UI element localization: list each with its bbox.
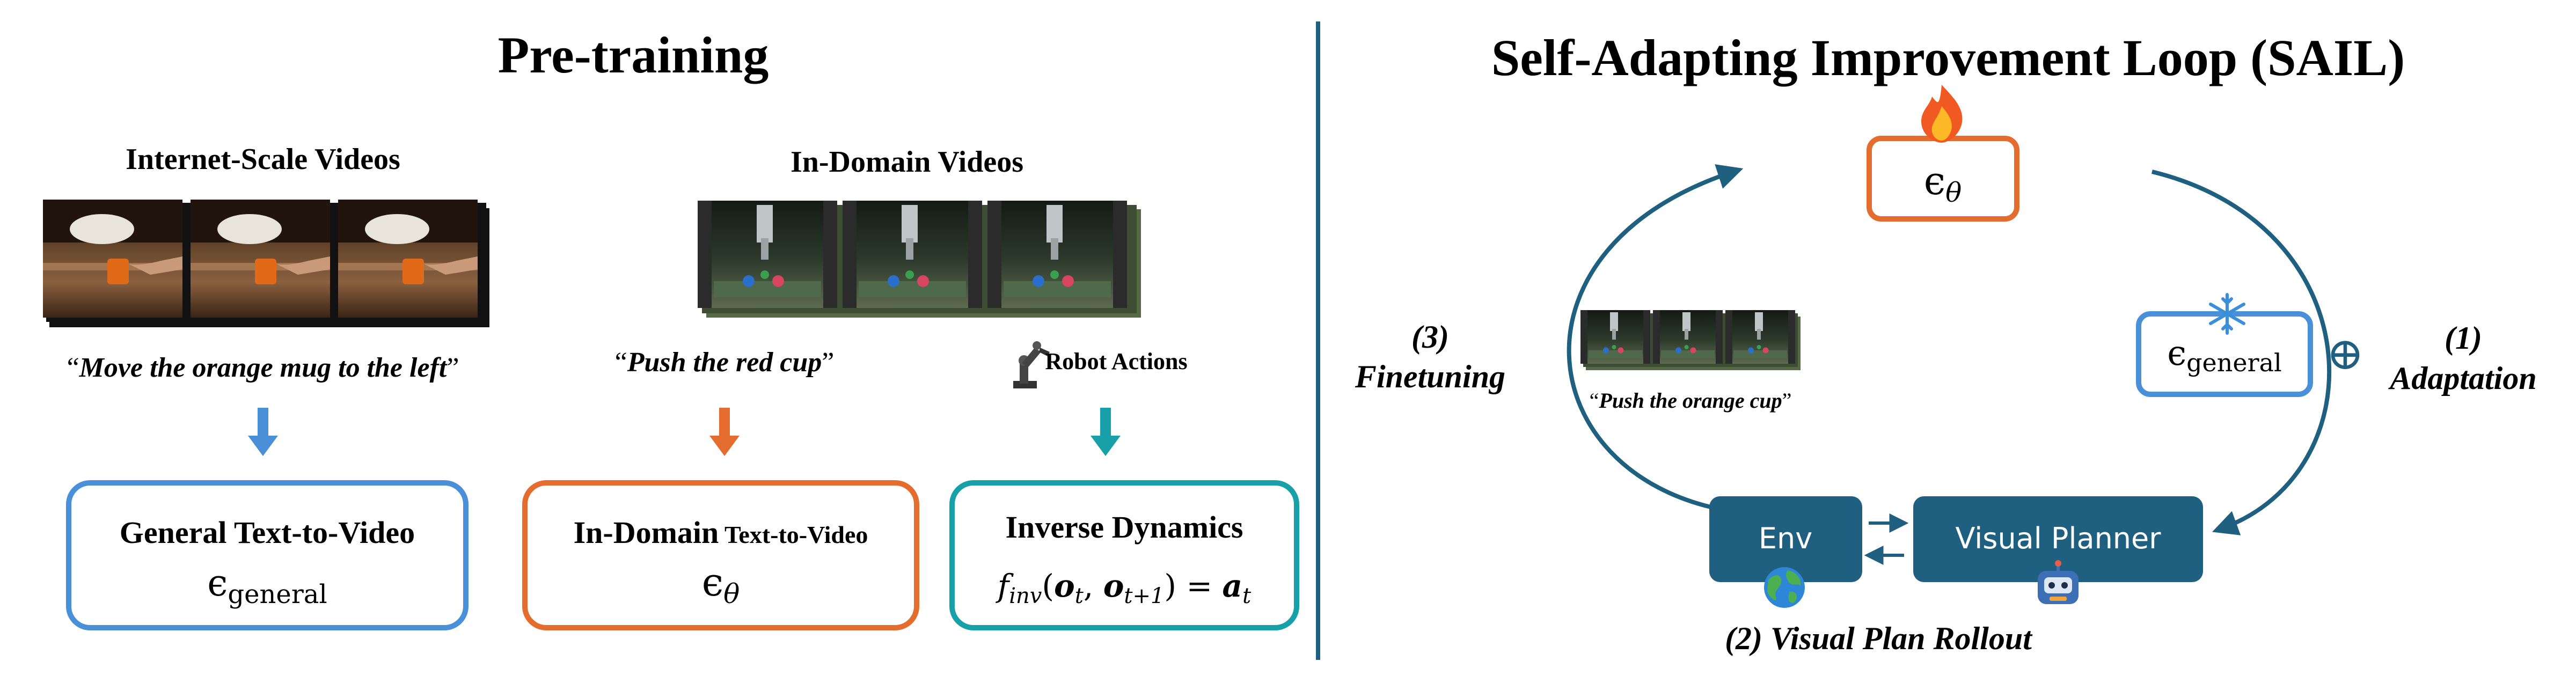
robot-icon [2038,560,2079,604]
env-box: Env [1709,496,1862,582]
pretraining-title: Pre-training [498,26,769,84]
internet-frame-1 [43,200,182,318]
sail-model-symbol: ϵθ [1924,158,1962,208]
internet-prompt-text: Move the orange mug to the left [79,352,448,383]
theta-subscript: θ [1945,177,1962,208]
general-subscript: general [2186,348,2282,377]
sail-general-symbol: ϵgeneral [2167,334,2282,377]
sail-title: Self-Adapting Improvement Loop (SAIL) [1491,29,2405,86]
rollout-prompt-close-quote: ” [1782,388,1792,413]
globe-icon [1764,567,1805,608]
general-t2v-title: General Text-to-Video [120,515,415,550]
snowflake-icon [2209,293,2245,335]
inverse-dynamics-box: Inverse Dynamics finv(ot, ot+1) = at [949,480,1299,630]
general-down-arrow [248,408,278,456]
formula-a: a [1223,568,1243,604]
inverse-dynamics-title: Inverse Dynamics [1005,510,1243,545]
finetuning-arc [1567,164,1744,512]
indomain-t2v-box: In-Domain Text-to-Video ϵθ [522,480,919,630]
env-label: Env [1759,521,1812,555]
indomain-down-arrow [709,408,740,456]
formula-a-t: t [1242,584,1252,608]
visual-planner-label: Visual Planner [1956,521,2162,555]
adaptation-number: (1) [2445,320,2482,356]
robot-arm-icon [1013,341,1050,388]
general-subscript: general [228,579,327,609]
finetuning-number: (3) [1411,319,1449,355]
indomain-title-bold: In-Domain [574,515,719,550]
rollout-frame-2 [1653,310,1723,364]
formula-o2: o [1103,568,1124,604]
rollout-frame-3 [1725,310,1795,364]
indomain-frame-3 [987,201,1127,308]
rollout-label: (2) Visual Plan Rollout [1725,621,2033,656]
sail-general-box: ϵgeneral [2136,311,2313,397]
indomain-frame-2 [843,201,982,308]
internet-frame-2 [191,200,330,318]
rollout-prompt-open-quote: “ [1590,388,1599,413]
formula-t1: t+1 [1124,584,1164,608]
rollout-prompt: “Push the orange cup” [1590,388,1792,413]
epsilon-symbol: ϵ [207,562,228,605]
general-t2v-symbol: ϵgeneral [207,562,327,609]
epsilon-symbol: ϵ [1924,158,1945,203]
finetuning-label: Finetuning [1355,359,1505,394]
internet-video-frames [43,200,489,327]
sail-model-box: ϵθ [1867,136,2019,222]
indomain-t2v-symbol: ϵθ [702,560,740,609]
indomain-video-frames [698,201,1141,318]
formula-t: t [1075,584,1084,608]
adaptation-arc [2151,170,2332,535]
epsilon-symbol: ϵ [702,560,723,605]
oplus-symbol: ⊕ [2326,327,2364,380]
indomain-prompt-text: Push the red cup [627,347,822,378]
internet-prompt-close-quote: ” [447,352,459,383]
internet-prompt: “Move the orange mug to the left” [67,352,459,383]
robot-actions-label: Robot Actions [1045,348,1187,374]
adaptation-label: Adaptation [2388,361,2536,396]
internet-videos-heading: Internet-Scale Videos [126,143,400,176]
indomain-prompt: “Push the red cup” [615,347,835,378]
general-t2v-box: General Text-to-Video ϵgeneral [66,480,469,630]
indomain-prompt-close-quote: ” [822,347,834,378]
fire-icon [1921,85,1963,143]
formula-inv: inv [1009,584,1042,608]
epsilon-symbol: ϵ [2167,334,2186,373]
indomain-title-rest: Text-to-Video [719,521,868,548]
indomain-videos-heading: In-Domain Videos [791,145,1023,179]
visual-planner-box: Visual Planner [1913,496,2203,582]
indomain-t2v-title: In-Domain Text-to-Video [574,515,868,550]
inverse-down-arrow [1091,408,1121,456]
formula-open-paren: ( [1042,568,1054,604]
internet-prompt-open-quote: “ [67,352,79,383]
formula-o1: o [1054,568,1075,604]
formula-comma: , [1084,568,1103,604]
rollout-prompt-text: Push the orange cup [1598,388,1782,413]
indomain-prompt-open-quote: “ [615,347,627,378]
theta-subscript: θ [723,578,740,609]
rollout-video-frames [1580,310,1801,370]
internet-frame-3 [338,200,478,318]
rollout-frame-1 [1580,310,1650,364]
inverse-dynamics-formula: finv(ot, ot+1) = at [996,568,1252,608]
indomain-frame-1 [698,201,837,308]
formula-close: ) = [1164,568,1222,604]
